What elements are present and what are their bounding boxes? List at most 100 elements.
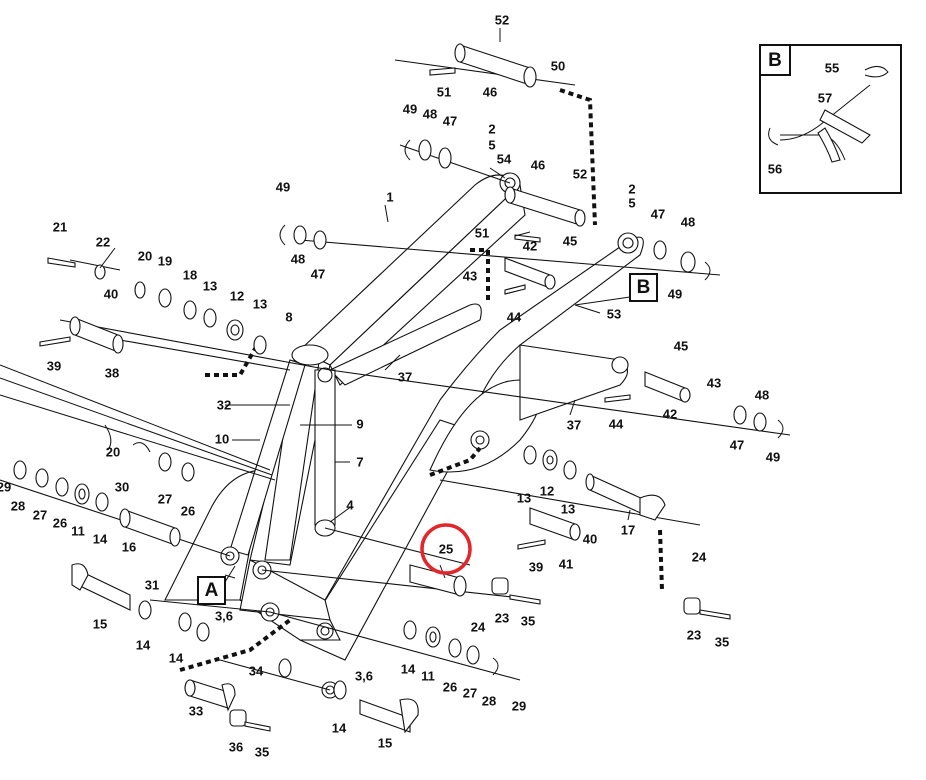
callout-54: 54 <box>497 151 512 166</box>
callout-12: 12 <box>230 288 244 303</box>
callout-14: 14 <box>401 661 416 676</box>
callout-14: 14 <box>136 637 151 652</box>
callout-51: 51 <box>437 84 451 99</box>
linkage <box>229 344 336 561</box>
callout-36: 36 <box>229 739 243 754</box>
callout-24: 24 <box>692 549 707 564</box>
svg-text:55: 55 <box>825 60 839 75</box>
callout-14: 14 <box>332 720 347 735</box>
callout-14: 14 <box>93 531 108 546</box>
inset-detail-b: B 55 57 56 <box>759 44 902 194</box>
callout-49: 49 <box>403 101 417 116</box>
callout-20: 20 <box>138 248 152 263</box>
callout-34: 34 <box>249 663 264 678</box>
svg-text:57: 57 <box>818 90 832 105</box>
callout-10: 10 <box>215 431 229 446</box>
callout-14: 14 <box>169 650 184 665</box>
dashed-routes <box>179 88 664 672</box>
callout-3-6: 3,6 <box>355 668 373 683</box>
callout-35: 35 <box>521 613 535 628</box>
callout-box-b: B <box>629 273 658 302</box>
callout-42: 42 <box>663 406 677 421</box>
callout-44: 44 <box>609 416 624 431</box>
callout-11: 11 <box>421 668 435 683</box>
callout-50: 50 <box>551 58 565 73</box>
svg-text:A: A <box>205 580 219 601</box>
callout-42: 42 <box>523 238 537 253</box>
callout-17: 17 <box>621 522 635 537</box>
callout-31: 31 <box>145 577 159 592</box>
callout-13: 13 <box>561 501 575 516</box>
callout-32: 32 <box>217 397 231 412</box>
callout-46: 46 <box>531 157 545 172</box>
callout-47: 47 <box>443 113 457 128</box>
callout-45: 45 <box>674 338 688 353</box>
callout-52: 52 <box>495 12 509 27</box>
callout-43: 43 <box>707 375 721 390</box>
callout-9: 9 <box>356 416 363 431</box>
callout-11: 11 <box>71 523 85 538</box>
callout-22: 22 <box>96 234 110 249</box>
highlight-circle <box>420 523 472 575</box>
callout-51: 51 <box>475 225 489 240</box>
callout-21: 21 <box>53 219 67 234</box>
callout-29: 29 <box>0 479 11 494</box>
callout-38: 38 <box>105 365 119 380</box>
callout-43: 43 <box>463 268 477 283</box>
callout-27: 27 <box>463 685 477 700</box>
leader-line-2 <box>0 394 276 481</box>
callout-28: 28 <box>482 693 496 708</box>
callout-3-6: 3,6 <box>215 608 233 623</box>
callout-37: 37 <box>398 369 412 384</box>
callout-48: 48 <box>423 106 437 121</box>
callout-5: 5 <box>628 195 635 210</box>
callout-box-a: A <box>197 565 236 605</box>
callout-49: 49 <box>668 286 682 301</box>
svg-text:B: B <box>637 277 651 298</box>
callout-44: 44 <box>507 309 522 324</box>
callout-23: 23 <box>687 627 701 642</box>
callout-13: 13 <box>253 296 267 311</box>
callout-47: 47 <box>311 266 325 281</box>
callout-13: 13 <box>203 278 217 293</box>
callout-30: 30 <box>115 479 129 494</box>
callout-23: 23 <box>495 610 509 625</box>
callout-46: 46 <box>483 84 497 99</box>
callout-24: 24 <box>471 619 486 634</box>
callout-40: 40 <box>104 286 118 301</box>
callout-7: 7 <box>356 454 363 469</box>
callout-40: 40 <box>583 531 597 546</box>
leader-line-3 <box>0 377 273 476</box>
callout-12: 12 <box>540 483 554 498</box>
callout-35: 35 <box>255 744 269 759</box>
pins <box>39 43 731 734</box>
callout-41: 41 <box>559 556 573 571</box>
callout-15: 15 <box>93 616 107 631</box>
callout-37: 37 <box>567 417 581 432</box>
callout-53: 53 <box>607 306 621 321</box>
callout-13: 13 <box>517 490 531 505</box>
callout-48: 48 <box>755 387 769 402</box>
callout-4: 4 <box>346 497 354 512</box>
washers <box>13 139 784 700</box>
callout-39: 39 <box>47 358 61 373</box>
leader-line-1 <box>0 364 271 471</box>
callout-5: 5 <box>488 137 495 152</box>
callout-labels: 52 50 51 46 49 48 47 2 5 54 46 52 1 49 4… <box>0 12 780 759</box>
callout-18: 18 <box>183 267 197 282</box>
callout-26: 26 <box>443 679 457 694</box>
svg-text:B: B <box>768 50 782 71</box>
callout-49: 49 <box>276 179 290 194</box>
callout-25: 25 <box>439 541 453 556</box>
callout-47: 47 <box>651 206 665 221</box>
callout-35: 35 <box>715 634 729 649</box>
callout-2: 2 <box>488 121 495 136</box>
callout-39: 39 <box>529 559 543 574</box>
callout-1: 1 <box>386 189 393 204</box>
callout-45: 45 <box>563 233 577 248</box>
callout-33: 33 <box>189 703 203 718</box>
callout-8: 8 <box>285 309 292 324</box>
callout-48: 48 <box>681 214 695 229</box>
callout-2: 2 <box>628 181 635 196</box>
